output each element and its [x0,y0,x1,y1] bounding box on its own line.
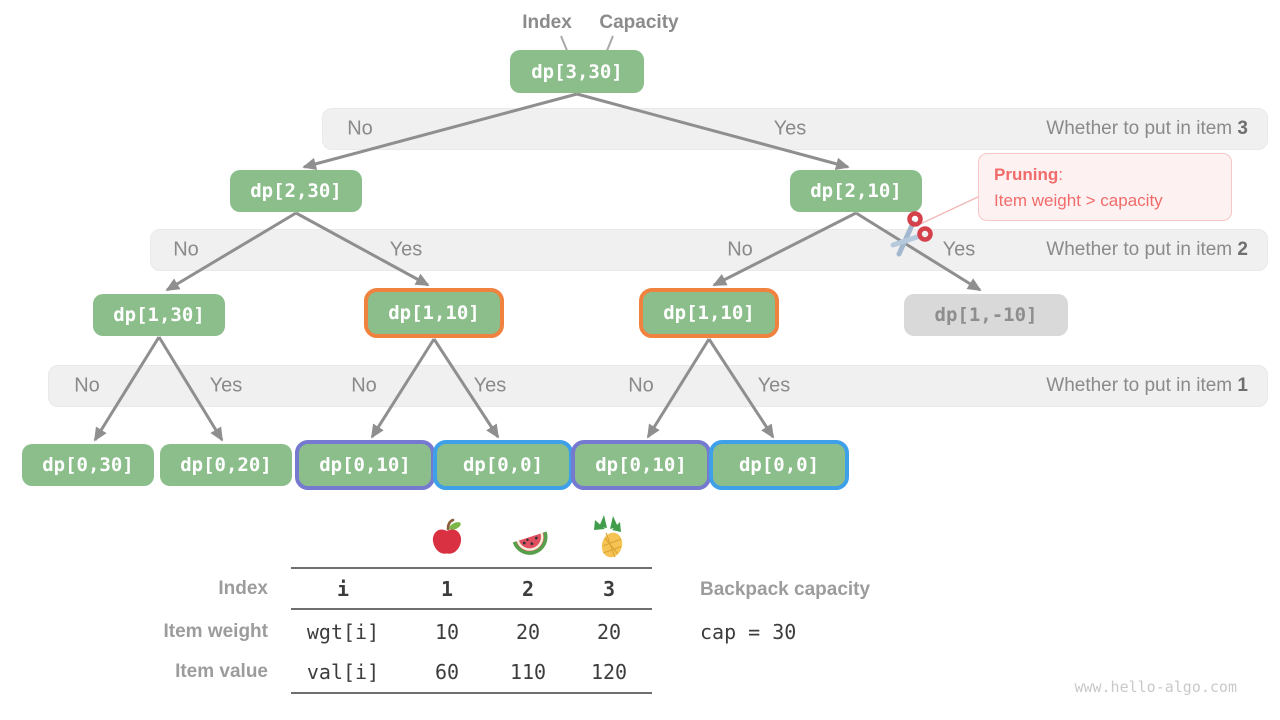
capacity-pointer-label: Capacity [599,12,679,33]
edge [646,338,711,439]
dp-node-highlighted: dp[1,10] [364,288,504,338]
decision-label: Yes [473,374,507,397]
watermelon-icon [512,531,548,555]
edge [370,338,436,439]
table-cell: 2 [521,577,535,601]
pruning-connector [915,195,981,227]
dp-node: dp[2,30] [230,170,362,212]
band-question-item-3: Whether to put in item 3 [1046,118,1248,139]
edge [855,211,982,292]
pruning-title-line: Pruning: [994,165,1063,184]
table-cell: 20 [596,620,622,644]
dp-node-highlighted: dp[0,10] [571,440,711,490]
decision-label: No [173,238,199,261]
edge [157,336,224,442]
dp-node-highlighted: dp[1,10] [639,288,779,338]
backpack-capacity-value: cap = 30 [700,620,797,644]
decision-label: Yes [209,374,243,397]
pruning-callout: Pruning: Item weight > capacity [978,153,1232,221]
edge [707,338,775,439]
table-var-cell: wgt[i] [306,620,380,644]
table-rule-middle [291,608,652,610]
table-cell: 60 [434,660,460,684]
backpack-capacity-label: Backpack capacity [700,579,871,600]
dp-node-root: dp[3,30] [510,50,644,93]
table-var-cell: val[i] [306,660,380,684]
dp-node-highlighted: dp[0,10] [295,440,435,490]
table-row-label: Item weight [163,621,268,642]
table-cell: 3 [602,577,616,601]
dp-node: dp[0,30] [22,444,154,486]
edge [165,211,297,292]
decision-band-item-1 [48,365,1268,407]
table-row-label: Item value [175,661,268,682]
pruning-text-line: Item weight > capacity [994,191,1163,210]
decision-label: No [727,238,753,261]
decision-label: Yes [773,117,807,140]
band-question-item-1: Whether to put in item 1 [1046,375,1248,396]
edge [302,92,578,170]
decision-label: No [74,374,100,397]
table-var-cell: i [336,577,350,601]
table-cell: 20 [515,620,541,644]
dp-node: dp[0,20] [160,444,292,486]
edge [432,338,500,439]
edge [712,211,857,287]
table-cell: 10 [434,620,460,644]
decision-label: No [351,374,377,397]
dp-node-highlighted: dp[0,0] [433,440,573,490]
decision-label: Yes [757,374,791,397]
dp-node: dp[1,30] [93,294,225,336]
pineapple-icon [594,515,623,558]
table-rule-bottom [291,692,652,694]
band-question-item-2: Whether to put in item 2 [1046,239,1248,260]
decision-label: No [628,374,654,397]
decision-label: Yes [389,238,423,261]
edge [295,211,430,287]
apple-icon [432,518,462,554]
table-row-label: Index [218,578,268,599]
table-cell: 110 [509,660,547,684]
table-rule-top [291,567,652,569]
watermark: www.hello-algo.com [1074,678,1237,696]
table-cell: 1 [440,577,454,601]
edge [576,92,850,170]
dp-node: dp[2,10] [790,170,922,212]
decision-label: Yes [942,238,976,261]
decision-label: No [347,117,373,140]
index-pointer-label: Index [522,12,572,33]
table-cell: 120 [590,660,628,684]
scissors-icon [890,211,933,257]
decision-band-item-3 [322,108,1268,150]
edge [93,336,161,442]
dp-node-highlighted: dp[0,0] [709,440,849,490]
dp-node-pruned: dp[1,-10] [904,294,1068,336]
